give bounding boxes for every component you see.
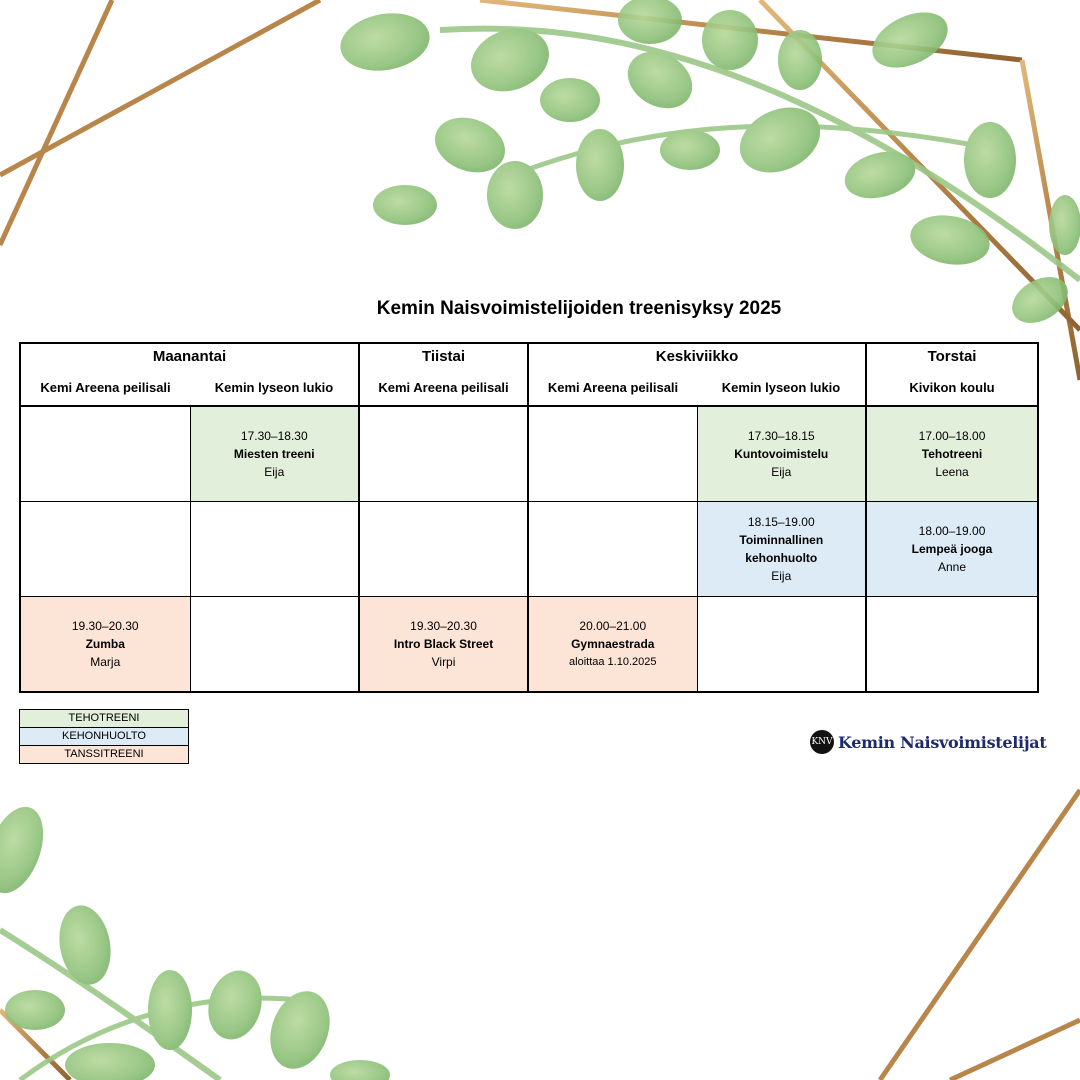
empty-slot	[358, 501, 530, 597]
class-slot-miesten-treeni: 17.30–18.30 Miesten treeni Eija	[189, 405, 361, 502]
class-slot-kuntovoimistelu: 17.30–18.15 Kuntovoimistelu Eija	[696, 405, 868, 502]
empty-slot	[527, 405, 698, 502]
empty-slot	[19, 501, 191, 597]
leaves-top-right	[340, 0, 1080, 323]
club-emblem-icon: KNV	[810, 730, 834, 754]
club-name: Kemin Naisvoimistelijat	[838, 732, 1047, 752]
class-time: 17.30–18.30	[240, 429, 308, 443]
legend-tehotreeni: TEHOTREENI	[19, 709, 189, 728]
class-time: 18.15–19.00	[747, 515, 815, 529]
class-name: Miesten treeni	[233, 447, 315, 461]
empty-slot	[358, 405, 530, 502]
class-time: 19.30–20.30	[71, 619, 139, 633]
class-name: Tehotreeni	[921, 447, 983, 461]
class-time: 19.30–20.30	[410, 619, 477, 633]
class-slot-toiminnallinen-kehonhuolto: 18.15–19.00 Toiminnallinen kehonhuolto E…	[696, 501, 868, 597]
club-logo: KNV Kemin Naisvoimistelijat	[810, 730, 1047, 754]
empty-slot	[696, 596, 868, 693]
venue-header: Kemi Areena peilisali	[527, 369, 698, 407]
class-name: Lempeä jooga	[911, 542, 993, 556]
class-name: Intro Black Street	[393, 637, 494, 651]
class-slot-tehotreeni: 17.00–18.00 Tehotreeni Leena	[865, 405, 1040, 502]
venue-header: Kemin lyseon lukio	[697, 369, 868, 407]
empty-slot	[19, 405, 191, 502]
class-name: Gymnaestrada	[571, 637, 655, 651]
class-time: 20.00–21.00	[579, 619, 647, 633]
color-legend: TEHOTREENI KEHONHUOLTO TANSSITREENI	[19, 709, 189, 764]
class-coach: Virpi	[431, 655, 456, 669]
day-header-tuesday: Tiistai	[358, 342, 530, 369]
class-note: aloittaa 1.10.2025	[569, 656, 657, 668]
venue-header: Kemi Areena peilisali	[19, 369, 190, 407]
class-coach: Marja	[90, 655, 121, 669]
legend-kehonhuolto: KEHONHUOLTO	[19, 727, 189, 746]
empty-slot	[189, 501, 361, 597]
legend-tanssitreeni: TANSSITREENI	[19, 745, 189, 764]
venue-header: Kemin lyseon lukio	[190, 369, 361, 407]
class-time: 17.00–18.00	[918, 429, 986, 443]
page-title: Kemin Naisvoimistelijoiden treenisyksy 2…	[376, 298, 782, 319]
venue-header: Kivikon koulu	[865, 369, 1040, 407]
class-coach: Eija	[771, 569, 792, 583]
day-header-thursday: Torstai	[865, 342, 1040, 369]
venue-header: Kemi Areena peilisali	[358, 369, 530, 407]
day-header-monday: Maanantai	[18, 342, 361, 369]
empty-slot	[865, 596, 1040, 693]
empty-slot	[527, 501, 698, 597]
class-name: Toiminnallinen kehonhuolto	[739, 533, 824, 565]
class-name: Zumba	[85, 637, 125, 651]
empty-slot	[189, 596, 361, 693]
class-coach: Anne	[938, 560, 967, 574]
class-time: 17.30–18.15	[747, 429, 815, 443]
class-coach: Eija	[771, 465, 792, 479]
leaves-bottom-left	[0, 806, 390, 1080]
day-header-wednesday: Keskiviikko	[527, 342, 868, 369]
class-slot-lempea-jooga: 18.00–19.00 Lempeä jooga Anne	[865, 501, 1040, 597]
schedule-table: Maanantai Tiistai Keskiviikko Torstai Ke…	[18, 342, 1040, 693]
class-slot-gymnaestrada: 20.00–21.00 Gymnaestrada aloittaa 1.10.2…	[527, 596, 698, 693]
class-slot-intro-black-street: 19.30–20.30 Intro Black Street Virpi	[358, 596, 530, 693]
class-time: 18.00–19.00	[918, 524, 986, 538]
class-coach: Leena	[935, 465, 969, 479]
class-name: Kuntovoimistelu	[734, 447, 829, 461]
class-slot-zumba: 19.30–20.30 Zumba Marja	[19, 596, 191, 693]
class-coach: Eija	[264, 465, 285, 479]
